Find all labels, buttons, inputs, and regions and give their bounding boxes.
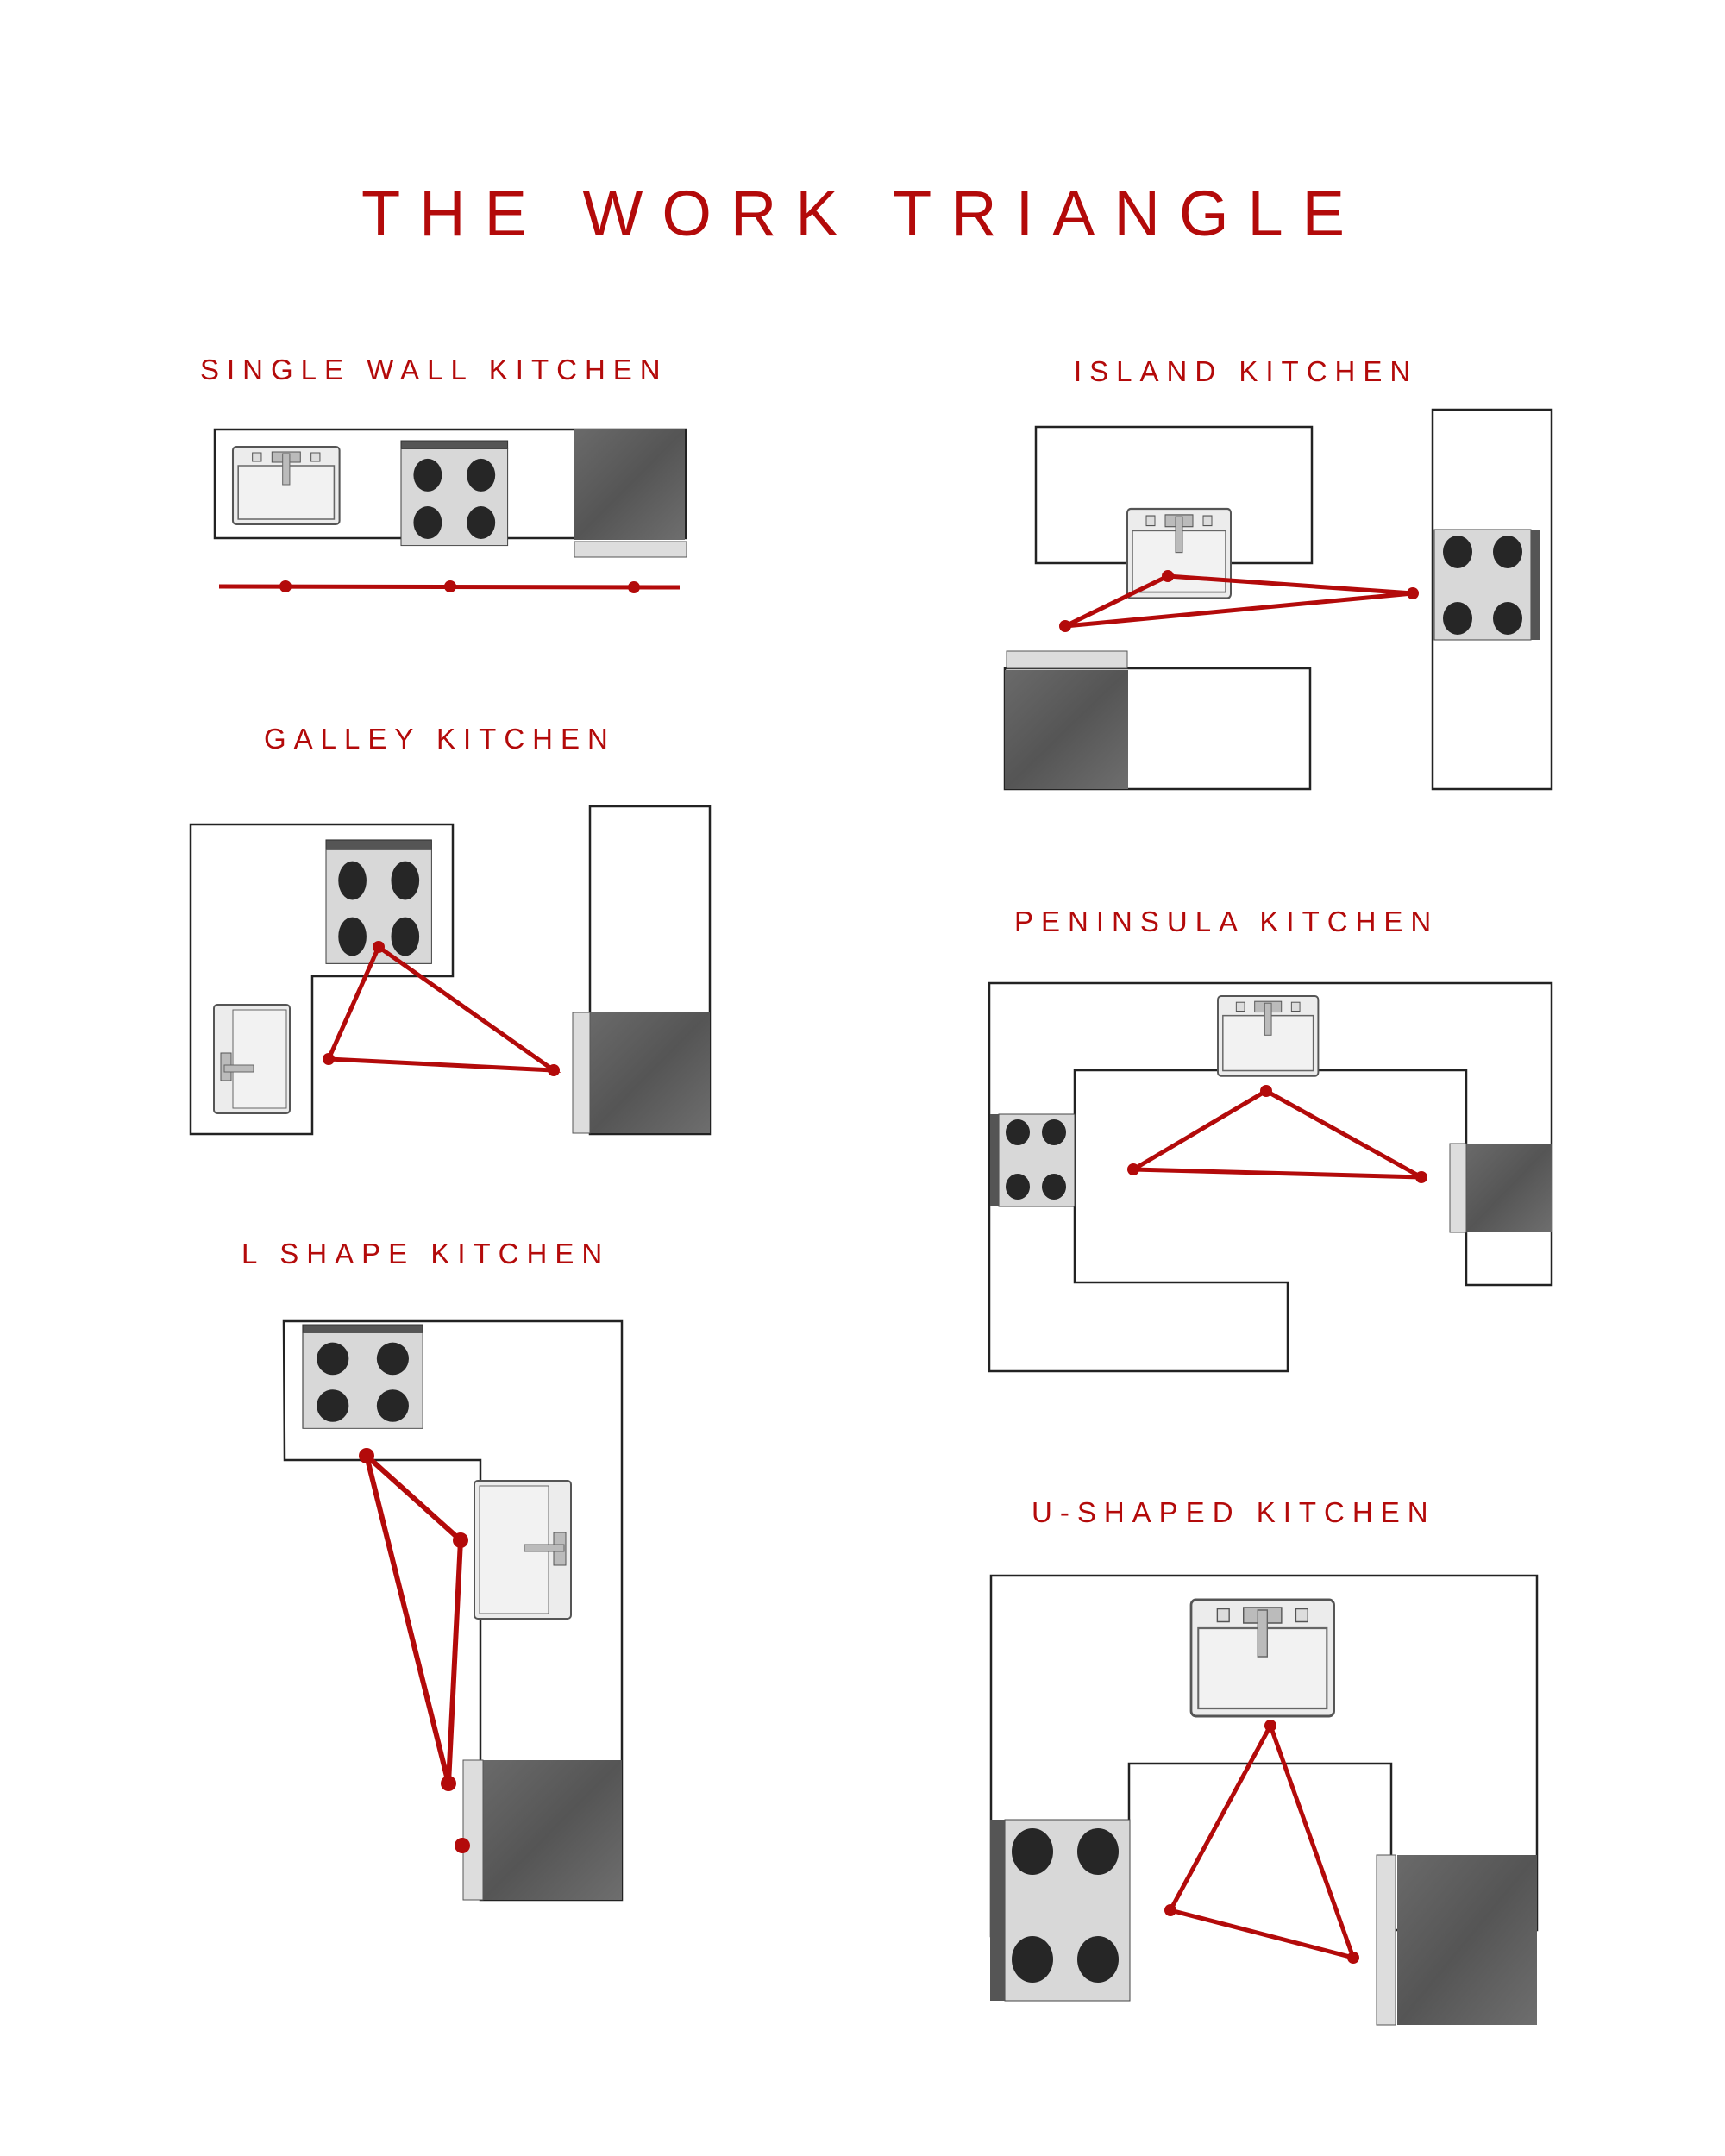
sink-icon <box>231 445 341 526</box>
diagram-u-shaped <box>989 1574 1539 2026</box>
page-title: THE WORK TRIANGLE <box>361 178 1364 249</box>
label-peninsula: PENINSULA KITCHEN <box>1014 906 1440 937</box>
stove-icon <box>400 440 509 547</box>
refrigerator-icon <box>1466 1144 1552 1232</box>
sink-icon <box>474 1480 572 1620</box>
label-galley: GALLEY KITCHEN <box>264 723 616 755</box>
diagram-galley <box>189 805 712 1136</box>
diagram-single-wall <box>213 428 687 593</box>
stove-icon <box>302 1324 423 1429</box>
label-single-wall: SINGLE WALL KITCHEN <box>200 354 668 385</box>
label-u-shaped: U-SHAPED KITCHEN <box>1032 1496 1436 1528</box>
label-l-shape: L SHAPE KITCHEN <box>242 1238 611 1269</box>
sink-icon <box>1216 994 1320 1077</box>
sink-icon <box>213 1004 291 1114</box>
refrigerator-icon <box>590 1012 710 1133</box>
label-island: ISLAND KITCHEN <box>1074 355 1419 387</box>
sink-icon <box>1126 507 1233 599</box>
refrigerator-icon <box>483 1760 622 1900</box>
diagram-island <box>1003 408 1553 791</box>
diagram-l-shape <box>282 1319 624 1902</box>
sink-icon <box>1189 1598 1336 1718</box>
refrigerator-icon <box>1005 670 1128 789</box>
refrigerator-icon <box>574 429 685 540</box>
diagram-peninsula <box>988 981 1553 1373</box>
refrigerator-icon <box>1397 1855 1537 2025</box>
